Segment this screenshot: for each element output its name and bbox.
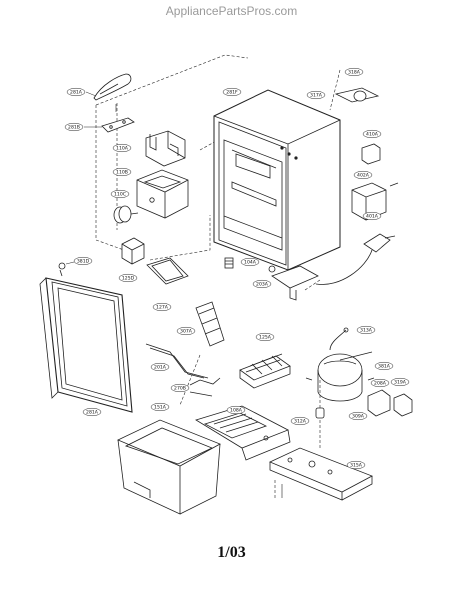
callout-410a: 410A: [362, 129, 382, 139]
callout-110b: 110B: [112, 167, 132, 177]
svg-text:401A: 401A: [366, 214, 379, 220]
callout-313a: 313A: [356, 325, 376, 335]
lamp-cover-part: [146, 257, 189, 285]
svg-text:108A: 108A: [230, 408, 243, 414]
compressor-part: [305, 327, 375, 402]
compressor-bracket-part: [268, 265, 319, 301]
freezer-door-part: [195, 405, 291, 461]
svg-text:318A: 318A: [348, 70, 361, 76]
watermark: AppliancePartsPros.com: [165, 4, 298, 18]
svg-text:110B: 110B: [116, 170, 128, 176]
callout-270b: 270B: [170, 383, 190, 393]
cord-clip-part: [361, 143, 381, 165]
start-relay-part: [367, 389, 413, 417]
callout-127a: 127A: [152, 302, 172, 312]
control-box-part: [136, 169, 189, 219]
callout-318a: 318A: [344, 67, 364, 77]
overload-relay-part: [334, 87, 380, 103]
callout-125d: 125D: [118, 273, 138, 283]
callout-208a: 208A: [370, 378, 390, 388]
callout-201a: 201A: [150, 362, 170, 372]
svg-text:201A: 201A: [154, 365, 167, 371]
svg-text:281B: 281B: [68, 125, 80, 131]
callout-110a: 110A: [112, 143, 132, 153]
callout-319a: 319A: [390, 377, 410, 387]
lamp-socket-part: [121, 237, 145, 265]
callout-281b: 281B: [64, 122, 102, 132]
callout-281f: 281F: [222, 87, 242, 97]
svg-text:281F: 281F: [226, 90, 238, 96]
callout-labels: 281A 281B 281F 318A 317A 110A 110B 110C …: [64, 67, 410, 470]
crisper-drawer-part: [117, 419, 221, 515]
callout-203a: 203A: [252, 279, 272, 289]
door-handle-part: [93, 73, 132, 101]
svg-text:312A: 312A: [294, 419, 307, 425]
svg-text:208A: 208A: [374, 381, 387, 387]
callout-151a: 151A: [150, 402, 170, 412]
callout-315a: 315A: [346, 460, 366, 470]
drain-tube-part: [189, 377, 221, 397]
svg-text:319A: 319A: [394, 380, 407, 386]
svg-text:127A: 127A: [156, 305, 169, 311]
svg-text:110A: 110A: [116, 146, 129, 152]
svg-text:270B: 270B: [174, 386, 186, 392]
callout-381d: 381D: [65, 256, 93, 266]
callout-401a: 401A: [362, 211, 382, 221]
svg-text:281A: 281A: [70, 90, 83, 96]
refrigerator-door: [39, 262, 133, 413]
terminal-cover-part: [351, 182, 399, 221]
callout-312a: 312A: [290, 416, 310, 426]
grommet-part: [315, 407, 325, 419]
svg-text:313A: 313A: [360, 328, 373, 334]
callout-125a: 125A: [255, 332, 275, 342]
callout-317a: 317A: [306, 90, 326, 100]
power-cord-part: [315, 233, 396, 285]
svg-text:104A: 104A: [244, 260, 257, 266]
svg-text:317A: 317A: [310, 93, 323, 99]
base-plate-part: [269, 447, 373, 501]
callout-281a-door: 281A: [82, 407, 102, 417]
ice-tray-part: [239, 353, 291, 389]
callout-281a: 281A: [66, 87, 97, 97]
refrigerator-cabinet: [213, 89, 341, 271]
svg-text:307A: 307A: [180, 329, 193, 335]
svg-text:381A: 381A: [378, 364, 391, 370]
svg-text:410A: 410A: [366, 132, 379, 138]
callout-307a: 307A: [176, 326, 196, 336]
callout-110c: 110C: [110, 189, 130, 199]
callout-402a: 402A: [353, 170, 373, 180]
thermostat-bracket-part: [145, 130, 186, 167]
callout-381a: 381A: [374, 361, 394, 371]
svg-text:125A: 125A: [259, 335, 272, 341]
svg-text:381D: 381D: [77, 259, 90, 265]
handle-bracket-part: [101, 104, 135, 133]
svg-text:203A: 203A: [256, 282, 269, 288]
callout-309a: 309A: [348, 411, 368, 421]
svg-text:151A: 151A: [154, 405, 167, 411]
svg-text:110C: 110C: [114, 192, 126, 198]
thermostat-knob-part: [113, 205, 139, 224]
wire-shelf-part: [145, 301, 225, 379]
leveling-foot-part: [224, 257, 234, 269]
svg-text:281A: 281A: [86, 410, 99, 416]
callout-108a: 108A: [226, 405, 246, 415]
svg-text:315A: 315A: [350, 463, 363, 469]
svg-text:402A: 402A: [357, 173, 370, 179]
svg-text:309A: 309A: [352, 414, 365, 420]
callout-104a: 104A: [240, 257, 260, 267]
svg-text:125D: 125D: [122, 276, 135, 282]
page-number: 1/03: [217, 544, 246, 561]
